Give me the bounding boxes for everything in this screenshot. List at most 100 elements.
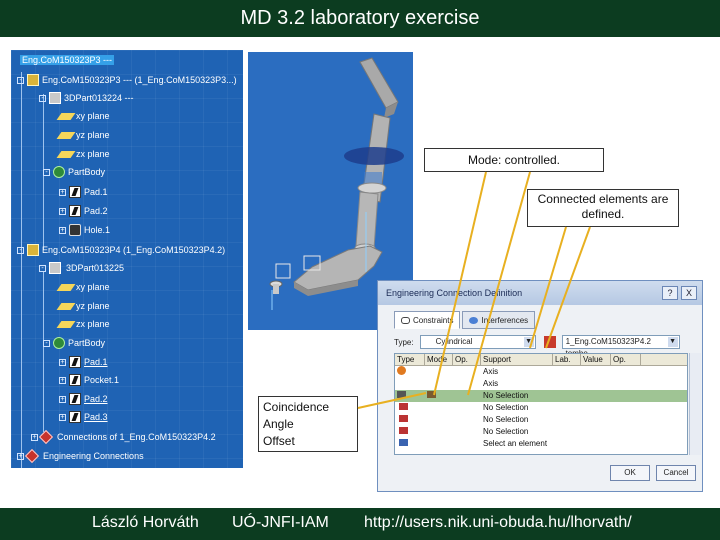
expand-icon[interactable]: + <box>59 376 66 384</box>
constraints-table[interactable]: Type Mode Op. Support Lab. Value Op. Axi… <box>394 353 688 455</box>
tree-item-plane[interactable]: yz plane <box>56 298 110 314</box>
part-icon <box>49 262 61 274</box>
tree-item-label: Pad.2 <box>84 206 108 216</box>
callout-constraints: Coincidence Angle Offset <box>258 396 358 452</box>
3d-model <box>269 57 404 310</box>
hole-icon <box>69 224 81 236</box>
column-header[interactable]: Op. <box>453 354 481 365</box>
dialog-titlebar[interactable]: Engineering Connection Definition ? X <box>378 281 702 305</box>
tree-root[interactable]: Eng.CoM150323P3 --- <box>17 52 115 68</box>
tree-item-label: Eng.CoM150323P4 (1_Eng.CoM150323P4.2) <box>42 245 226 255</box>
tree-item-plane[interactable]: xy plane <box>56 108 110 124</box>
tree-item-label: 3DPart013224 --- <box>64 93 134 103</box>
tree-item-part[interactable]: - 3DPart013225 <box>39 260 126 276</box>
ok-button[interactable]: OK <box>610 465 650 481</box>
expand-icon[interactable]: + <box>59 395 66 403</box>
tree-item-connections[interactable]: + Connections of 1_Eng.CoM150323P4.2 <box>31 429 216 445</box>
tree-item-partbody[interactable]: - PartBody <box>43 164 105 180</box>
column-header[interactable]: Op. <box>611 354 641 365</box>
callout-mode-text: Mode: controlled. <box>467 153 561 167</box>
table-row[interactable]: No Selection <box>395 426 687 438</box>
tree-item-plane[interactable]: zx plane <box>56 146 110 162</box>
pad-icon <box>69 186 81 198</box>
tree-item-label: PartBody <box>68 338 106 348</box>
table-row[interactable]: Select an element <box>395 438 687 450</box>
collapse-icon[interactable]: - <box>39 264 46 272</box>
tree-connector-line <box>21 72 22 468</box>
collapse-icon[interactable]: - <box>43 168 50 176</box>
collapse-icon[interactable]: - <box>43 339 50 347</box>
tab-label: Interferences <box>481 315 529 325</box>
table-row[interactable]: Axis <box>395 378 687 390</box>
tree-item-label: Hole.1 <box>84 225 111 235</box>
column-header[interactable]: Type <box>395 354 425 365</box>
collapse-icon[interactable]: - <box>17 246 24 254</box>
pad-icon <box>69 205 81 217</box>
tree-item-plane[interactable]: zx plane <box>56 316 110 332</box>
collapse-icon[interactable]: - <box>17 76 24 84</box>
expand-icon[interactable]: + <box>59 226 66 234</box>
column-header[interactable]: Support <box>481 354 553 365</box>
expand-icon[interactable]: + <box>59 358 66 366</box>
tree-item-feature[interactable]: + Pad.1 <box>59 354 108 370</box>
constraint-icon <box>399 427 408 434</box>
callout-offset: Offset <box>263 434 295 448</box>
close-button[interactable]: X <box>681 286 697 300</box>
dialog-footer: OK Cancel <box>378 461 702 489</box>
tree-item-label: PartBody <box>68 167 106 177</box>
callout-connected-elements: Connected elements are defined. <box>527 189 679 227</box>
mode-icon <box>427 391 436 398</box>
collapse-icon[interactable]: - <box>39 94 46 102</box>
tree-item-product[interactable]: - Eng.CoM150323P4 (1_Eng.CoM150323P4.2) <box>17 242 225 258</box>
tree-item-label: yz plane <box>76 130 110 140</box>
tree-item-plane[interactable]: yz plane <box>56 127 110 143</box>
tree-item-partbody[interactable]: - PartBody <box>43 335 105 351</box>
chevron-down-icon: ▼ <box>523 337 534 347</box>
constraint-icon <box>399 439 408 446</box>
type-select[interactable]: Cylindrical ▼ <box>419 335 536 349</box>
tree-item-label: Eng.CoM150323P3 --- (1_Eng.CoM150323P3..… <box>42 75 237 85</box>
expand-icon[interactable]: + <box>17 452 24 460</box>
tree-item-part[interactable]: - 3DPart013224 --- <box>39 90 134 106</box>
tree-item-feature[interactable]: + Pad.2 <box>59 203 108 219</box>
expand-icon[interactable]: + <box>31 433 38 441</box>
table-scrollbar[interactable] <box>689 353 701 455</box>
cancel-button[interactable]: Cancel <box>656 465 696 481</box>
tree-item-product[interactable]: - Eng.CoM150323P3 --- (1_Eng.CoM150323P3… <box>17 72 237 88</box>
tree-item-feature[interactable]: + Pad.1 <box>59 184 108 200</box>
callout-connected-text: Connected elements are defined. <box>537 192 669 221</box>
footer-institute: UÓ-JNFI-IAM <box>232 514 329 531</box>
tree-item-label: yz plane <box>76 301 110 311</box>
tree-item-feature[interactable]: + Pad.2 <box>59 391 108 407</box>
tab-constraints[interactable]: Constraints <box>394 311 461 329</box>
footer-author: László Horváth <box>92 514 199 531</box>
tree-item-engineering-connections[interactable]: + Engineering Connections <box>17 448 144 464</box>
tree-item-label: Pocket.1 <box>84 375 120 385</box>
callout-mode: Mode: controlled. <box>424 148 604 172</box>
column-header[interactable]: Mode <box>425 354 453 365</box>
table-row[interactable]: No Selection <box>395 414 687 426</box>
slide-title: MD 3.2 laboratory exercise <box>0 0 720 37</box>
table-row[interactable]: Axis <box>395 365 687 378</box>
tree-root-label[interactable]: Eng.CoM150323P3 --- <box>20 55 115 65</box>
product-icon <box>27 74 39 86</box>
expand-icon[interactable]: + <box>59 188 66 196</box>
tree-item-plane[interactable]: xy plane <box>56 279 110 295</box>
expand-icon[interactable]: + <box>59 413 66 421</box>
tree-item-feature[interactable]: + Pocket.1 <box>59 372 119 388</box>
support-cell: Axis <box>483 379 499 388</box>
tab-interferences[interactable]: Interferences <box>462 311 536 329</box>
help-button[interactable]: ? <box>662 286 678 300</box>
pad-icon <box>69 393 81 405</box>
dialog-title: Engineering Connection Definition <box>386 288 523 298</box>
specification-tree[interactable]: Eng.CoM150323P3 --- - Eng.CoM150323P3 --… <box>11 50 243 468</box>
column-header[interactable]: Lab. <box>553 354 581 365</box>
tree-item-feature[interactable]: + Hole.1 <box>59 222 110 238</box>
tree-item-feature[interactable]: + Pad.3 <box>59 409 108 425</box>
column-header[interactable]: Value <box>581 354 611 365</box>
footer-url[interactable]: http://users.nik.uni-obuda.hu/lhorvath/ <box>364 514 632 531</box>
expand-icon[interactable]: + <box>59 207 66 215</box>
tree-item-label: xy plane <box>76 282 110 292</box>
tree-item-label: zx plane <box>76 319 110 329</box>
table-row[interactable]: No Selection <box>395 402 687 414</box>
